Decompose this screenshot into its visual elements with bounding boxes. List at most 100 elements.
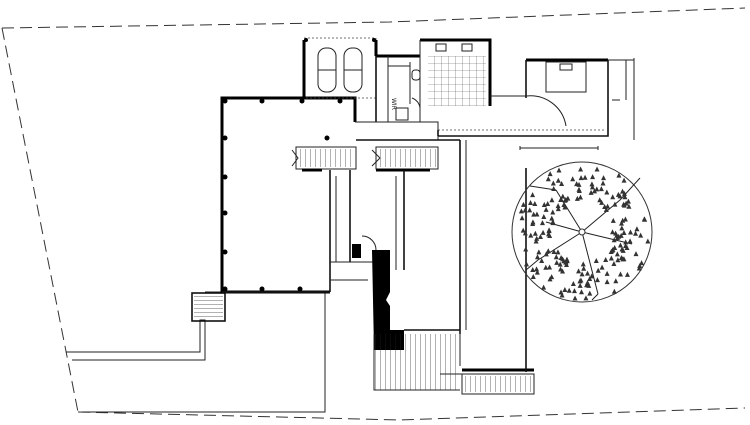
tree-leaf <box>620 188 626 194</box>
tree-leaf <box>551 186 557 192</box>
tree-leaf <box>608 249 614 255</box>
tree-leaf <box>543 264 549 270</box>
tree-leaf <box>600 180 606 186</box>
tree-leaf <box>545 248 551 254</box>
tree-leaf <box>617 271 623 277</box>
tree-leaf <box>531 211 537 217</box>
walk-in-robe: WIR <box>375 54 420 122</box>
toilet-icon <box>411 69 421 81</box>
garage-posts <box>222 98 343 292</box>
tree-leaf <box>637 262 643 268</box>
tree-leaf <box>559 292 565 298</box>
tree-leaf <box>549 215 555 221</box>
tree-leaf <box>563 196 569 202</box>
tree-leaf <box>574 195 580 201</box>
tree-leaf <box>540 229 546 235</box>
tree-leaf <box>558 289 564 295</box>
tree-leaf <box>555 177 561 183</box>
tree-leaf <box>543 251 549 257</box>
tree-leaf <box>535 254 541 260</box>
tree-leaf <box>560 193 566 199</box>
tree-leaf <box>576 268 582 274</box>
tree-leaf <box>561 258 567 264</box>
tree-leaf <box>528 232 534 238</box>
tree-leaf <box>562 204 568 210</box>
tree-leaf <box>581 265 587 271</box>
tree-leaf <box>624 244 630 250</box>
inner-walls <box>302 168 430 350</box>
tree-leaf <box>541 284 547 290</box>
tree-leaf <box>530 273 536 279</box>
tree-leaf <box>530 219 536 225</box>
tree-leaf <box>612 244 618 250</box>
tree-leaf <box>604 270 610 276</box>
tree-leaf <box>527 207 533 213</box>
tree-leaf <box>602 204 608 210</box>
tree-leaf <box>623 239 629 245</box>
tree-leaf <box>621 177 627 183</box>
tree-leaf <box>571 288 577 294</box>
tree-leaf <box>562 287 568 293</box>
tree-leaf <box>543 206 549 212</box>
tree-leaf <box>592 188 598 194</box>
tree-leaf <box>518 208 524 214</box>
tree-leaf <box>541 213 547 219</box>
tree-leaf <box>566 287 572 293</box>
tree-leaf <box>553 254 559 260</box>
tree-leaf <box>547 264 553 270</box>
tree-leaf <box>615 257 621 263</box>
tree-leaf <box>579 289 585 295</box>
tree-leaf <box>619 220 625 226</box>
tree-leaf <box>534 235 540 241</box>
tree-leaf <box>558 254 564 260</box>
tree-leaf <box>619 225 625 231</box>
tree-leaf <box>645 238 651 244</box>
tree-leaf <box>520 227 526 233</box>
tree-leaf <box>639 260 645 266</box>
tree-leaf <box>587 290 593 296</box>
tree-leaf <box>524 261 530 267</box>
hallway <box>355 121 467 334</box>
tree-leaf <box>550 209 556 215</box>
tree-leaf <box>613 278 619 284</box>
tree-leaf <box>557 261 563 267</box>
tree-leaf <box>611 288 617 294</box>
tree-leaf <box>603 206 609 212</box>
tree-leaf <box>628 229 634 235</box>
tree-leaf <box>576 187 582 193</box>
tree-leaf <box>579 271 585 277</box>
tree-leaf <box>556 167 562 173</box>
tree-leaf <box>621 202 627 208</box>
tree-leaf <box>555 249 561 255</box>
tree-leaf <box>626 203 632 209</box>
tree-leaf <box>570 281 576 287</box>
tree-leaf <box>546 227 552 233</box>
tree-leaf <box>577 282 583 288</box>
tree-leaf <box>528 200 534 206</box>
tree-leaf <box>590 174 596 180</box>
tree-leaf <box>522 230 528 236</box>
tree-leaf <box>583 295 589 301</box>
ensuite <box>395 38 492 122</box>
tree-leaf <box>594 277 600 283</box>
tree-leaf <box>589 184 595 190</box>
tree-leaf <box>608 255 614 261</box>
tree-leaf <box>576 181 582 187</box>
tree-leaf <box>586 282 592 288</box>
tree-leaf <box>611 260 617 266</box>
tree-leaf <box>545 201 551 207</box>
tree-leaf <box>558 197 564 203</box>
tree-leaf <box>598 186 604 192</box>
tree-leaf <box>633 230 639 236</box>
stair-upper-right <box>371 146 439 170</box>
tree-leaf <box>578 277 584 283</box>
tree-leaf <box>558 266 564 272</box>
tree-leaf <box>572 295 578 301</box>
tree-leaf <box>532 230 538 236</box>
tree-leaf <box>642 216 648 222</box>
tree-leaf <box>534 266 540 272</box>
tree-leaf <box>610 217 616 223</box>
tree-leaf <box>577 194 583 200</box>
tree-leaf <box>620 247 626 253</box>
